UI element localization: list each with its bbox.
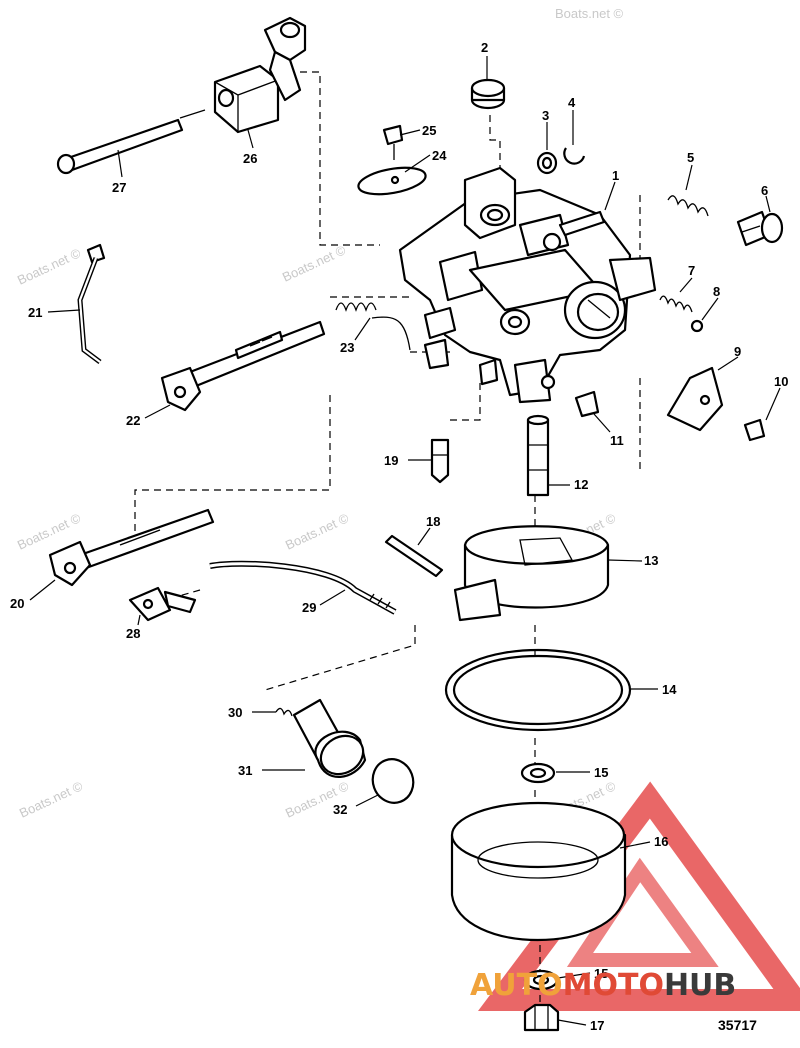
part-26-lever-bracket <box>213 16 307 134</box>
part-17-drain-screw <box>523 1003 560 1032</box>
part-11-screw <box>574 390 600 418</box>
callout-7: 7 <box>688 263 695 278</box>
part-15-washer-lower <box>523 969 559 991</box>
part-22-choke-shaft <box>160 320 326 412</box>
part-32-diaphragm <box>371 758 415 804</box>
leader-lines <box>29 56 781 1026</box>
callout-3: 3 <box>542 108 549 123</box>
watermark: Boats.net © <box>280 242 348 285</box>
brand-wordmark: AUTOMOTOHUB <box>470 968 736 1003</box>
callout-32: 32 <box>333 802 347 817</box>
callout-12: 12 <box>574 477 588 492</box>
brand-auto: AUTO <box>470 968 563 1003</box>
callout-23: 23 <box>340 340 354 355</box>
part-27-throttle-shaft-pin <box>56 109 206 175</box>
callout-13: 13 <box>644 553 658 568</box>
part-5-spring <box>667 195 709 217</box>
svg-text:AUTOMOTOHUB: AUTOMOTOHUB <box>470 968 736 1003</box>
callout-22: 22 <box>126 413 140 428</box>
callout-6: 6 <box>761 183 768 198</box>
part-19-needle <box>430 438 450 484</box>
watermark: Boats.net © <box>283 510 351 553</box>
part-9-throttle-plate <box>666 366 724 432</box>
callout-2: 2 <box>481 40 488 55</box>
part-25-screw <box>382 124 404 160</box>
part-31-accelerator-pump <box>292 698 367 778</box>
part-15-washer <box>520 762 556 784</box>
part-28-lever <box>128 586 197 622</box>
part-6-idle-mixture-screw <box>736 210 784 247</box>
brand-moto: MOTO <box>563 968 664 1003</box>
callout-15-lower: 15 <box>594 966 608 981</box>
part-8-ball <box>690 319 704 333</box>
callout-8: 8 <box>713 284 720 299</box>
part-24-plate <box>357 166 427 196</box>
callout-1: 1 <box>612 168 619 183</box>
part-21-link-rod <box>77 243 106 364</box>
callout-26: 26 <box>243 151 257 166</box>
callout-10: 10 <box>774 374 788 389</box>
part-1-carburetor-body <box>398 166 657 404</box>
callout-17: 17 <box>590 1018 604 1033</box>
part-30-spring <box>275 707 293 717</box>
watermarks: Boats.net © Boats.net © Boats.net © Boat… <box>15 6 624 821</box>
watermark: Boats.net © <box>15 245 83 288</box>
callout-16: 16 <box>654 834 668 849</box>
callout-28: 28 <box>126 626 140 641</box>
part-16-float-bowl <box>450 801 627 941</box>
part-10-screw <box>743 418 766 442</box>
callout-27: 27 <box>112 180 126 195</box>
callout-15: 15 <box>594 765 608 780</box>
callout-21: 21 <box>28 305 42 320</box>
callout-25: 25 <box>422 123 436 138</box>
watermark: Boats.net © <box>17 778 85 821</box>
brand-hub: HUB <box>664 968 736 1003</box>
part-12-main-jet <box>526 414 550 497</box>
part-18-float-pin <box>384 534 444 578</box>
callout-20: 20 <box>10 596 24 611</box>
part-29-linkage-rod <box>209 560 397 615</box>
figure-code: 35717 <box>718 1017 757 1033</box>
callout-29: 29 <box>302 600 316 615</box>
part-2-welch-plug <box>470 78 506 110</box>
part-14-bowl-gasket <box>444 648 632 732</box>
callout-31: 31 <box>238 763 252 778</box>
callout-9: 9 <box>734 344 741 359</box>
part-23-choke-spring <box>335 302 411 351</box>
part-20-throttle-shaft <box>48 508 215 587</box>
callout-4: 4 <box>568 95 576 110</box>
part-7-spring <box>659 295 693 313</box>
callout-11: 11 <box>610 433 624 448</box>
callout-24: 24 <box>432 148 447 163</box>
part-13-float <box>453 525 610 622</box>
callout-18: 18 <box>426 514 440 529</box>
watermark: Boats.net © <box>555 6 624 21</box>
part-4-clip <box>563 147 586 165</box>
callout-14: 14 <box>662 682 677 697</box>
callout-19: 19 <box>384 453 398 468</box>
callout-labels: 1 2 3 4 5 6 7 8 9 10 11 12 13 14 15 16 1… <box>10 40 788 1033</box>
callout-30: 30 <box>228 705 242 720</box>
part-3-washer <box>536 151 558 175</box>
callout-5: 5 <box>687 150 694 165</box>
